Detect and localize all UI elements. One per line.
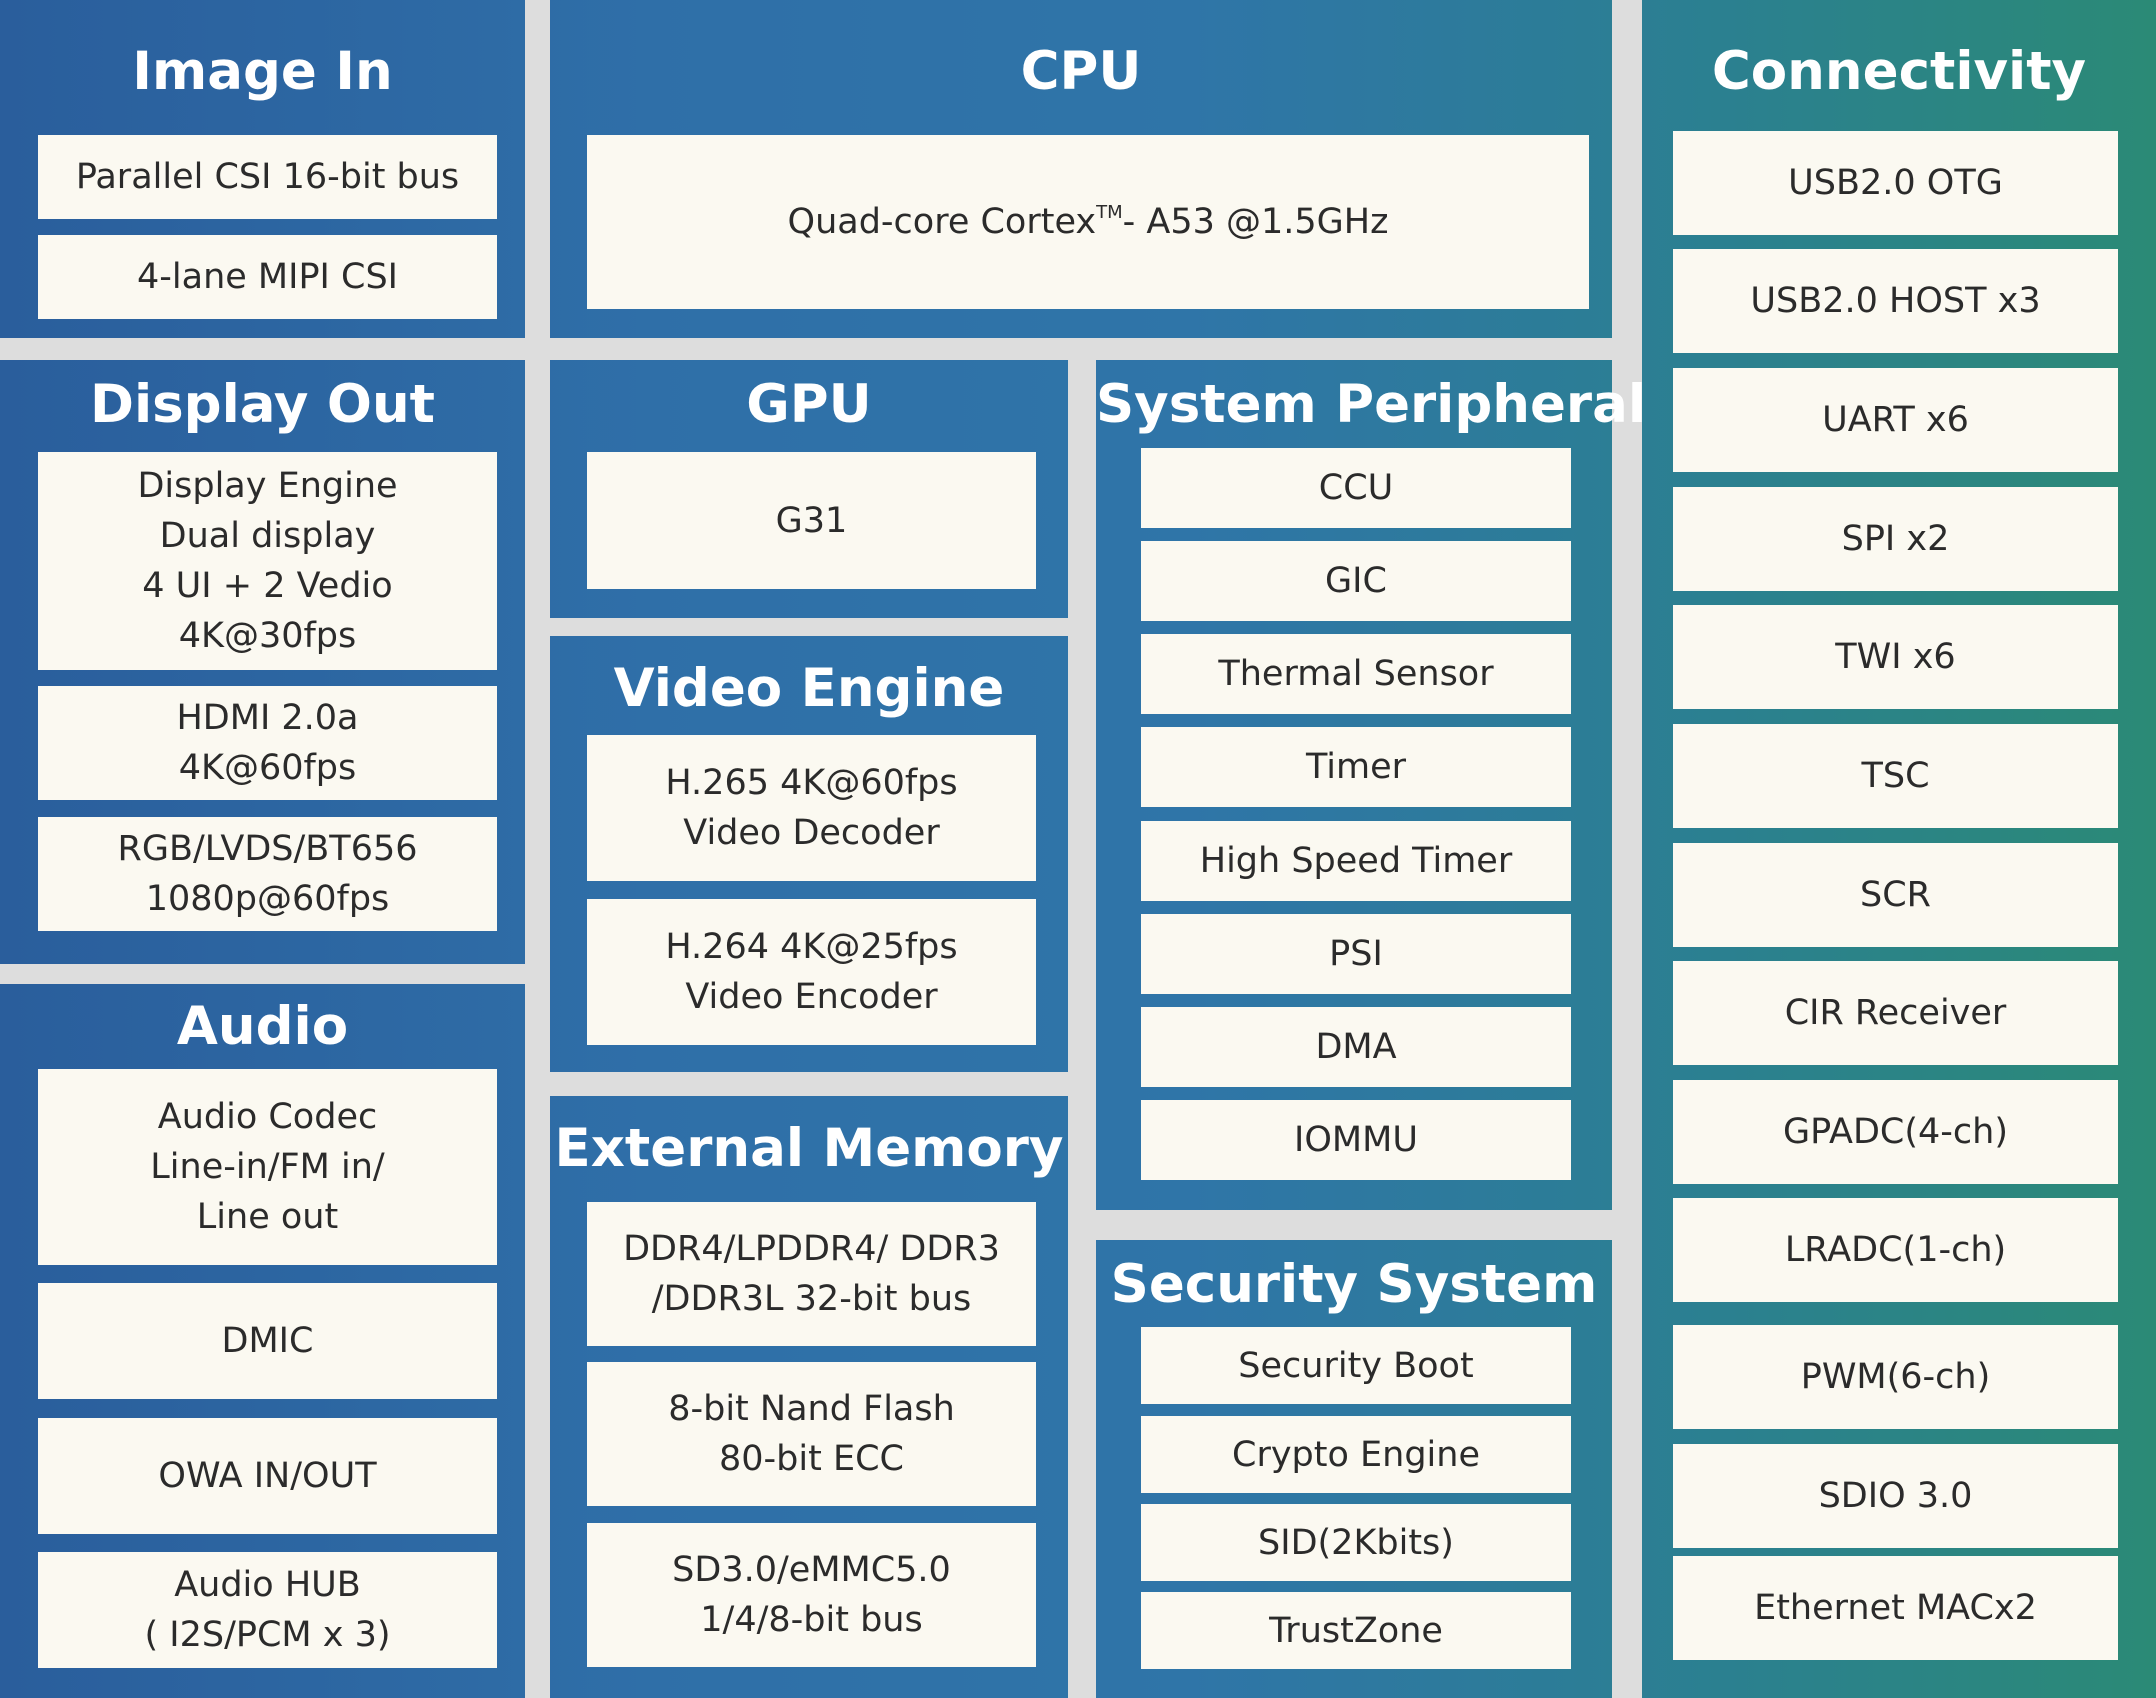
connectivity-item: Ethernet MACx2 xyxy=(1673,1556,2118,1660)
sd-emmc-item: SD3.0/eMMC5.0 1/4/8-bit bus xyxy=(587,1523,1036,1667)
security-system-item: SID(2Kbits) xyxy=(1141,1504,1571,1581)
system-peripheral-title: System Peripheral xyxy=(1096,374,1647,435)
audio-codec-item: Audio Codec Line-in/FM in/ Line out xyxy=(38,1069,497,1265)
video-engine-title: Video Engine xyxy=(613,658,1005,719)
rgb-lvds-item: RGB/LVDS/BT656 1080p@60fps xyxy=(38,817,497,931)
system-peripheral-item: CCU xyxy=(1141,448,1571,528)
display-engine-item: Display Engine Dual display 4 UI + 2 Ved… xyxy=(38,452,497,670)
display-out-title: Display Out xyxy=(89,374,436,435)
divider xyxy=(550,618,1068,636)
gpu-title: GPU xyxy=(746,374,872,435)
video-encoder-item: H.264 4K@25fps Video Encoder xyxy=(587,899,1036,1045)
owa-item: OWA IN/OUT xyxy=(38,1418,497,1534)
security-system-item: Crypto Engine xyxy=(1141,1416,1571,1493)
connectivity-item: SPI x2 xyxy=(1673,487,2118,591)
connectivity-title: Connectivity xyxy=(1711,41,2087,102)
audio-hub-item: Audio HUB ( I2S/PCM x 3) xyxy=(38,1552,497,1668)
security-system-item: TrustZone xyxy=(1141,1592,1571,1669)
cpu-title: CPU xyxy=(1020,41,1142,102)
dmic-item: DMIC xyxy=(38,1283,497,1399)
connectivity-item: SCR xyxy=(1673,843,2118,947)
divider xyxy=(0,964,525,984)
image-in-title: Image In xyxy=(132,41,393,102)
gpu-item: G31 xyxy=(587,452,1036,589)
audio-title: Audio xyxy=(176,996,349,1057)
divider xyxy=(0,338,525,360)
connectivity-item: UART x6 xyxy=(1673,368,2118,472)
cpu-core-item: Quad-core CortexTM- A53 @1.5GHz xyxy=(587,135,1589,309)
connectivity-item: GPADC(4-ch) xyxy=(1673,1080,2118,1184)
dram-item: DDR4/LPDDR4/ DDR3 /DDR3L 32-bit bus xyxy=(587,1202,1036,1346)
divider xyxy=(525,0,550,1698)
system-peripheral-item: IOMMU xyxy=(1141,1100,1571,1180)
external-memory-title: External Memory xyxy=(554,1118,1064,1179)
connectivity-item: CIR Receiver xyxy=(1673,961,2118,1065)
system-peripheral-item: PSI xyxy=(1141,914,1571,994)
hdmi-item: HDMI 2.0a 4K@60fps xyxy=(38,686,497,800)
system-peripheral-item: Thermal Sensor xyxy=(1141,634,1571,714)
image-in-item: Parallel CSI 16-bit bus xyxy=(38,135,497,219)
security-system-title: Security System xyxy=(1110,1254,1598,1315)
connectivity-item: USB2.0 HOST x3 xyxy=(1673,249,2118,353)
divider xyxy=(1068,360,1096,1698)
connectivity-item: SDIO 3.0 xyxy=(1673,1444,2118,1548)
connectivity-item: TSC xyxy=(1673,724,2118,828)
video-decoder-item: H.265 4K@60fps Video Decoder xyxy=(587,735,1036,881)
connectivity-item: TWI x6 xyxy=(1673,605,2118,709)
connectivity-item: PWM(6-ch) xyxy=(1673,1325,2118,1429)
divider xyxy=(1612,0,1642,1698)
system-peripheral-item: DMA xyxy=(1141,1007,1571,1087)
connectivity-item: LRADC(1-ch) xyxy=(1673,1198,2118,1302)
image-in-item: 4-lane MIPI CSI xyxy=(38,235,497,319)
security-system-item: Security Boot xyxy=(1141,1327,1571,1404)
divider xyxy=(550,338,1612,360)
nand-flash-item: 8-bit Nand Flash 80-bit ECC xyxy=(587,1362,1036,1506)
divider xyxy=(1096,1210,1612,1240)
divider xyxy=(550,1072,1068,1096)
system-peripheral-item: High Speed Timer xyxy=(1141,821,1571,901)
system-peripheral-item: Timer xyxy=(1141,727,1571,807)
system-peripheral-item: GIC xyxy=(1141,541,1571,621)
connectivity-item: USB2.0 OTG xyxy=(1673,131,2118,235)
